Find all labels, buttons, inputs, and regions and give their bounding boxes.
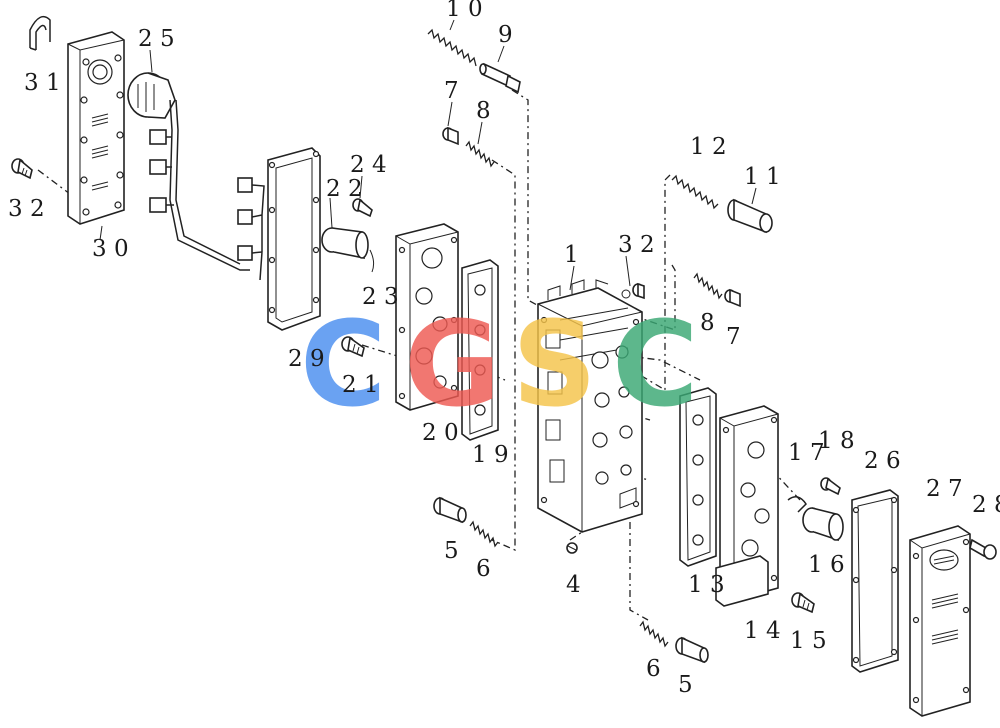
plug-7-right — [724, 288, 741, 308]
label-32-body: 3 2 — [618, 232, 655, 258]
label-7-right: 7 — [726, 324, 741, 350]
spring-8-right — [693, 272, 723, 300]
label-10: 1 0 — [446, 0, 483, 22]
label-17: 1 7 — [788, 440, 825, 466]
leader-lines — [99, 19, 757, 291]
label-4: 4 — [566, 572, 581, 598]
part-labels: 1 0 9 7 8 1 2 1 1 3 1 2 5 3 2 3 0 2 4 2 … — [8, 0, 1000, 698]
bolt-15 — [791, 592, 815, 614]
label-5-left: 5 — [444, 538, 459, 564]
clip-part — [29, 15, 51, 51]
label-22: 2 2 — [326, 176, 363, 202]
label-21: 2 1 — [342, 372, 379, 398]
label-16: 1 6 — [808, 552, 845, 578]
valve-11 — [727, 198, 773, 234]
plug-7-top — [442, 126, 459, 146]
gasket-26 — [851, 489, 899, 673]
label-8-right: 8 — [700, 310, 715, 336]
label-29: 2 9 — [288, 346, 325, 372]
solenoid-22 — [321, 197, 375, 273]
watermark-letter-s: S — [512, 295, 597, 433]
label-7-top: 7 — [444, 78, 459, 104]
cover-plate-right — [909, 525, 971, 717]
label-13: 1 3 — [688, 572, 725, 598]
gasket-left — [267, 147, 321, 331]
watermark-letter-g: G — [404, 295, 501, 433]
label-19: 1 9 — [472, 442, 509, 468]
label-11: 1 1 — [744, 164, 781, 190]
label-6-left: 6 — [476, 556, 491, 582]
label-28: 2 8 — [972, 492, 1000, 518]
spring-8-top — [465, 140, 495, 168]
label-25: 2 5 — [138, 26, 175, 52]
label-31: 3 1 — [24, 70, 61, 96]
spring-10 — [427, 28, 477, 67]
clip-17 — [787, 496, 807, 513]
plug-4 — [566, 542, 578, 554]
spring-12 — [671, 174, 719, 210]
bolt-left — [11, 158, 33, 180]
spring-6-left — [469, 520, 499, 548]
label-14: 1 4 — [744, 618, 781, 644]
label-15: 1 5 — [790, 628, 827, 654]
label-32-left: 3 2 — [8, 196, 45, 222]
label-27: 2 7 — [926, 476, 963, 502]
label-24: 2 4 — [350, 152, 387, 178]
label-26: 2 6 — [864, 448, 901, 474]
separator-plate-23 — [395, 223, 459, 411]
harness-connectors-2 — [237, 177, 265, 281]
label-8-top: 8 — [476, 98, 491, 124]
label-1: 1 — [564, 242, 579, 268]
label-23: 2 3 — [362, 284, 399, 310]
label-12: 1 2 — [690, 134, 727, 160]
label-6-right: 6 — [646, 656, 661, 682]
bolt-28 — [969, 538, 997, 560]
label-30: 3 0 — [92, 236, 129, 262]
bolt-18 — [820, 477, 841, 496]
spring-6-right — [639, 620, 669, 648]
bolt-21 — [341, 336, 365, 358]
cover-plate-top-left — [67, 31, 125, 225]
plug-5-left — [433, 496, 467, 524]
plug-5-right — [675, 636, 709, 664]
watermark-letter-c2: C — [612, 295, 699, 433]
wiring-harness — [127, 72, 250, 271]
label-9: 9 — [498, 22, 513, 48]
label-20: 2 0 — [422, 420, 459, 446]
watermark-letter-c1: C — [300, 295, 387, 433]
valve-9 — [479, 62, 521, 94]
bolt-24 — [352, 198, 373, 218]
label-18: 1 8 — [818, 428, 855, 454]
separator-plate-14 — [715, 405, 779, 607]
watermark: C G S C — [300, 295, 699, 433]
plug-32-body — [621, 282, 645, 300]
gasket-19 — [461, 259, 499, 441]
gasket-18 — [679, 387, 717, 567]
main-valve-body — [537, 279, 643, 533]
solenoid-16 — [802, 507, 844, 542]
label-5-right: 5 — [678, 672, 693, 698]
